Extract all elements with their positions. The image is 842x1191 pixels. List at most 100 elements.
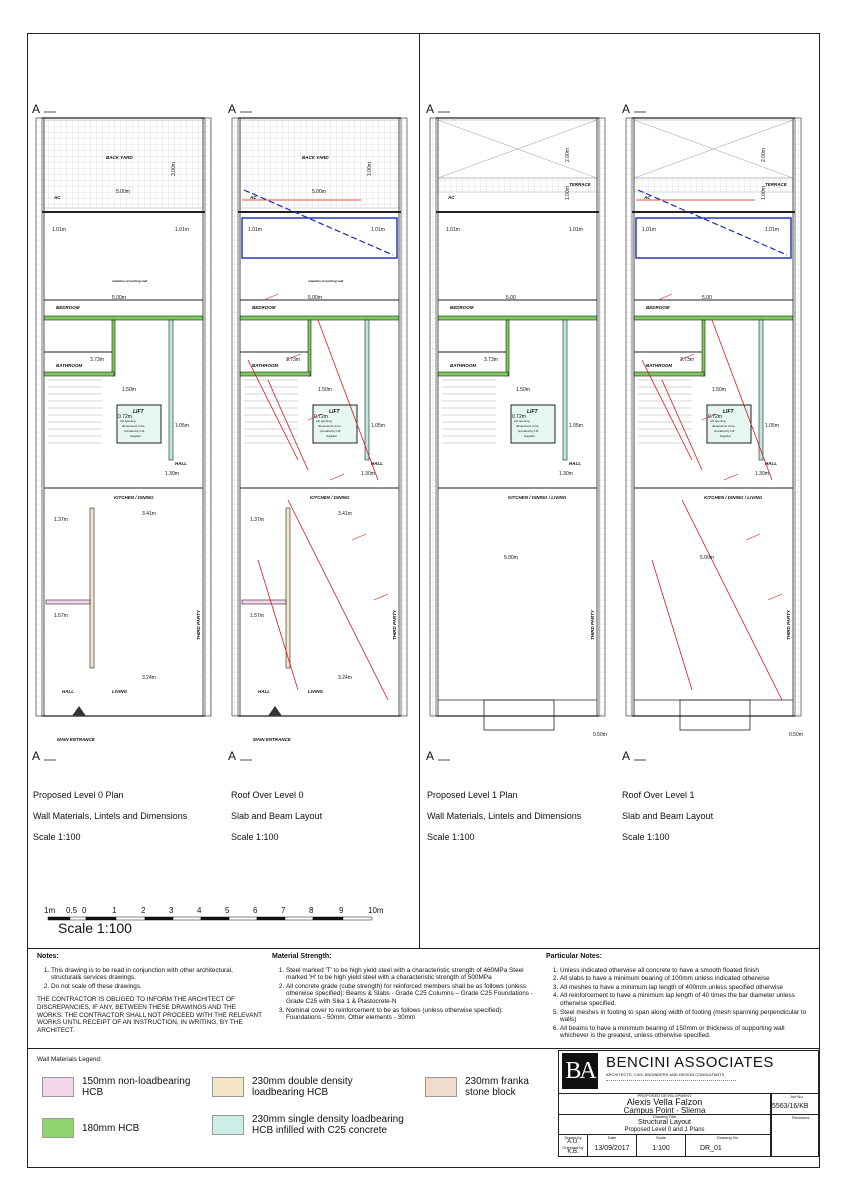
material-strength-notes: Material Strength: Steel marked 'T' to b…: [272, 953, 537, 1023]
scale-bar-tick-label: 1m: [44, 906, 56, 915]
dim-label: 1.00m: [761, 186, 767, 200]
dim-label: 3.73m: [286, 357, 300, 363]
drawing-scale: 1:100: [652, 1145, 670, 1152]
reinforcement-line: [287, 499, 389, 701]
dim-label: 0.72m: [512, 414, 526, 420]
room-hall: HALL: [371, 461, 383, 466]
scale-bar-tick-label: 2: [141, 906, 146, 915]
drawing-subtitle: Proposed Level 0 and 1 Plans: [624, 1127, 705, 1133]
drawing-no-label: Drawing No.: [716, 1135, 739, 1140]
reinforcement-line: [267, 379, 309, 471]
dim-label: 0.72m: [118, 414, 132, 420]
reinforcement-line: [317, 319, 379, 481]
lift-note: Lift opening: [316, 419, 332, 423]
dim-label: 0.50m: [593, 732, 607, 738]
dim-label: 3.24m: [142, 675, 156, 681]
lift-wall: [562, 319, 568, 461]
room-kitchen: KITCHEN / DINING: [310, 495, 350, 500]
plan-caption-4: Roof Over Level 1 Slab and Beam Layout S…: [622, 779, 713, 853]
particular-item: Unless indicated otherwise all concrete …: [560, 967, 814, 975]
scale-bar-segment: [342, 916, 373, 921]
reinforcement-line: [641, 359, 693, 461]
room-living: LIVING: [112, 689, 128, 694]
reinforcement-arrow: [745, 533, 761, 541]
scale-caption: Scale 1:100: [58, 920, 132, 936]
party-wall: [231, 117, 239, 717]
retention-note: retention of existing wall: [308, 279, 344, 283]
scale-bar-segment: [200, 916, 230, 921]
party-wall: [400, 117, 408, 717]
dim-label: 5.00m: [312, 189, 326, 195]
inner-wall: [285, 507, 291, 669]
reinforcement-line: [661, 379, 703, 471]
plan-caption-1: Proposed Level 0 Plan Wall Materials, Li…: [33, 779, 187, 853]
room-bathroom: BATHROOM: [646, 363, 673, 368]
plan-subtitle: Slab and Beam Layout: [622, 810, 714, 821]
lift-note: Supplier: [130, 434, 142, 438]
inner-wall: [241, 599, 287, 605]
plan-scale: Scale 1:100: [427, 831, 475, 842]
green-wall: [701, 319, 706, 377]
green-wall: [633, 315, 794, 321]
plan-scale: Scale 1:100: [33, 831, 81, 842]
room-bedroom: BEDROOM: [56, 305, 80, 310]
plan-scale: Scale 1:100: [231, 831, 279, 842]
reinforcement-line: [711, 319, 773, 481]
client-name: Alexis Vella Falzon: [626, 1097, 703, 1107]
green-wall: [505, 319, 510, 377]
dim-label: 3.73m: [680, 357, 694, 363]
lift-note: dimensions to be: [516, 424, 539, 428]
legend-top-rule: [27, 1048, 820, 1049]
green-wall: [633, 371, 705, 377]
particular-heading: Particular Notes:: [546, 953, 603, 960]
lift-shaft: [312, 404, 358, 444]
lift-wall: [168, 319, 174, 461]
third-party-label: THIRD PARTY: [196, 610, 201, 640]
dim-label: 5.00m: [504, 555, 518, 561]
lift-note: provided by Lift: [124, 429, 145, 433]
room-ac: AC: [644, 195, 651, 200]
checked-by: K.B.: [567, 1149, 579, 1155]
back-yard-paving: [43, 119, 204, 209]
scale-bar-tick-label: 3: [169, 906, 174, 915]
room-living: LIVING: [308, 689, 324, 694]
section-marker: A: [32, 749, 41, 763]
room-kitchen: KITCHEN / DINING / LIVING: [508, 495, 567, 500]
scale-label: Scale: [655, 1135, 666, 1140]
checked-by-label: Checked by: [562, 1145, 584, 1150]
balcony: [679, 699, 751, 731]
dim-label: 3.00m: [367, 162, 373, 176]
drawing-no: DR_01: [700, 1145, 722, 1152]
plan-title: Roof Over Level 1: [622, 789, 695, 800]
room-ac: AC: [250, 195, 257, 200]
lift-note: Supplier: [524, 434, 536, 438]
balcony: [483, 699, 555, 731]
room-ac: AC: [54, 195, 61, 200]
lift-note: provided by Lift: [714, 429, 735, 433]
dim-label: 1.37m: [250, 517, 264, 523]
green-wall: [239, 371, 311, 377]
revisions-label: Revisions: [792, 1115, 810, 1120]
dim-label: 5.00m: [700, 555, 714, 561]
dim-label: 1.00m: [565, 186, 571, 200]
reinforcement-arrow: [767, 593, 783, 601]
plan-title: Roof Over Level 0: [231, 789, 304, 800]
lift-note: provided by Lift: [518, 429, 539, 433]
plan-caption-3: Proposed Level 1 Plan Wall Materials, Li…: [427, 779, 581, 853]
legend-item: 150mm non-loadbearing HCB: [42, 1076, 202, 1098]
section-marker: A: [228, 749, 237, 763]
dim-label: 0.72m: [314, 414, 328, 420]
lift-shaft: [116, 404, 162, 444]
retention-note: retention of existing wall: [112, 279, 148, 283]
scale-bar-tick-label: 0: [82, 906, 87, 915]
legend-label: 230mm double density loadbearing HCB: [252, 1076, 353, 1098]
dim-label: 0.72m: [708, 414, 722, 420]
contractor-note: THE CONTRACTOR IS OBLIGED TO INFORM THE …: [37, 996, 262, 1034]
scale-bar-segment: [172, 916, 202, 921]
room-hall: HALL: [175, 461, 187, 466]
lift-note: Supplier: [326, 434, 338, 438]
third-party-label: THIRD PARTY: [786, 610, 791, 640]
dim-label: 5.00: [506, 295, 516, 301]
room-kitchen: KITCHEN / DINING: [114, 495, 154, 500]
material-item: Steel marked 'T' to be high yield steel …: [286, 967, 537, 982]
